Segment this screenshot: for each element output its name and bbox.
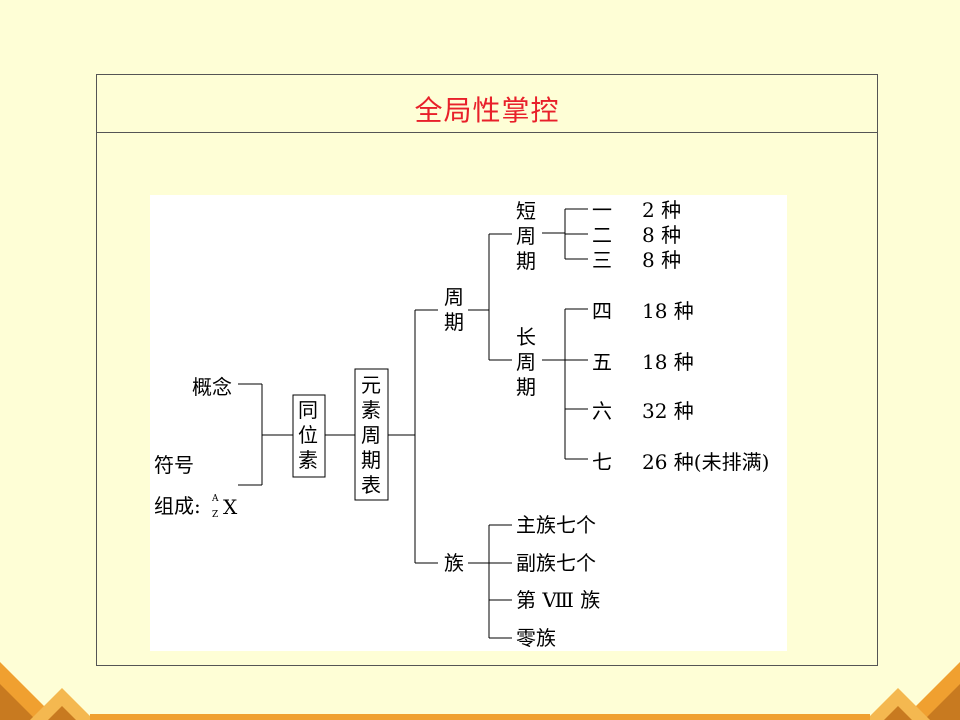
- periodic-table-text: 元 素 周 期 表: [361, 373, 381, 497]
- short-period-char: 周: [516, 224, 536, 248]
- title-row: 全局性掌控: [97, 75, 877, 133]
- period-char: 期: [444, 310, 464, 334]
- period-row-count: 8 种: [642, 223, 681, 247]
- diagram-panel: [150, 195, 787, 651]
- period-row-label: 五: [592, 350, 612, 374]
- group-item: 第 Ⅷ 族: [516, 588, 600, 612]
- corner-decoration-left: [0, 662, 94, 720]
- nuclide-element-symbol: X: [223, 495, 238, 519]
- bottom-stripe: [90, 714, 870, 720]
- periodic-table-diagram: 概念 符号 组成: A Z X 同 位 素 元 素 周 期 表 周 期 族 短 …: [154, 198, 769, 650]
- periodic-table-char: 素: [361, 398, 381, 422]
- long-period-text: 长 周 期: [516, 325, 536, 399]
- connector-lines: [238, 208, 588, 639]
- group-item: 副族七个: [516, 551, 596, 575]
- isotope-char: 位: [298, 423, 318, 447]
- isotope-text: 同 位 素: [298, 398, 318, 472]
- period-text: 周 期: [444, 285, 464, 334]
- periodic-table-char: 表: [361, 473, 381, 497]
- period-row-label: 二: [592, 223, 612, 247]
- nuclide-atomic-number: Z: [212, 510, 218, 520]
- period-row-label: 一: [592, 198, 612, 222]
- group-item: 主族七个: [516, 513, 596, 537]
- concept-label: 概念: [192, 375, 232, 399]
- period-row-count: 8 种: [642, 248, 681, 272]
- period-row-label: 三: [592, 248, 612, 272]
- period-row-label: 六: [592, 399, 612, 423]
- periodic-table-char: 周: [361, 423, 381, 447]
- group-rows: 主族七个 副族七个 第 Ⅷ 族 零族: [516, 513, 600, 650]
- periodic-table-char: 元: [361, 373, 381, 397]
- period-row-label: 四: [592, 299, 612, 323]
- long-period-char: 期: [516, 375, 536, 399]
- period-row-count: 26 种(未排满): [642, 450, 769, 474]
- corner-decoration-right: [866, 662, 960, 720]
- group-item: 零族: [516, 626, 556, 650]
- short-period-char: 短: [516, 199, 536, 223]
- nuclide-mass-number: A: [211, 494, 219, 504]
- periodic-table-box: [354, 368, 389, 501]
- composition-label: 组成:: [154, 494, 201, 518]
- period-row-count: 32 种: [642, 399, 694, 423]
- slide-title: 全局性掌控: [414, 94, 560, 127]
- periodic-table-char: 期: [361, 448, 381, 472]
- content-frame: 全局性掌控: [96, 74, 878, 666]
- isotope-box: [292, 394, 326, 478]
- symbol-label: 符号: [154, 453, 194, 477]
- isotope-char: 同: [298, 398, 318, 422]
- group-label: 族: [444, 551, 464, 575]
- period-row-count: 2 种: [642, 198, 681, 222]
- period-rows: 一 2 种 二 8 种 三 8 种 四 18 种 五 18 种 六 32 种 七…: [592, 198, 769, 474]
- period-row-label: 七: [592, 450, 612, 474]
- short-period-text: 短 周 期: [516, 199, 536, 273]
- period-row-count: 18 种: [642, 299, 694, 323]
- period-row-count: 18 种: [642, 350, 694, 374]
- isotope-char: 素: [298, 448, 318, 472]
- long-period-char: 长: [516, 325, 536, 349]
- long-period-char: 周: [516, 350, 536, 374]
- period-char: 周: [444, 285, 464, 309]
- short-period-char: 期: [516, 249, 536, 273]
